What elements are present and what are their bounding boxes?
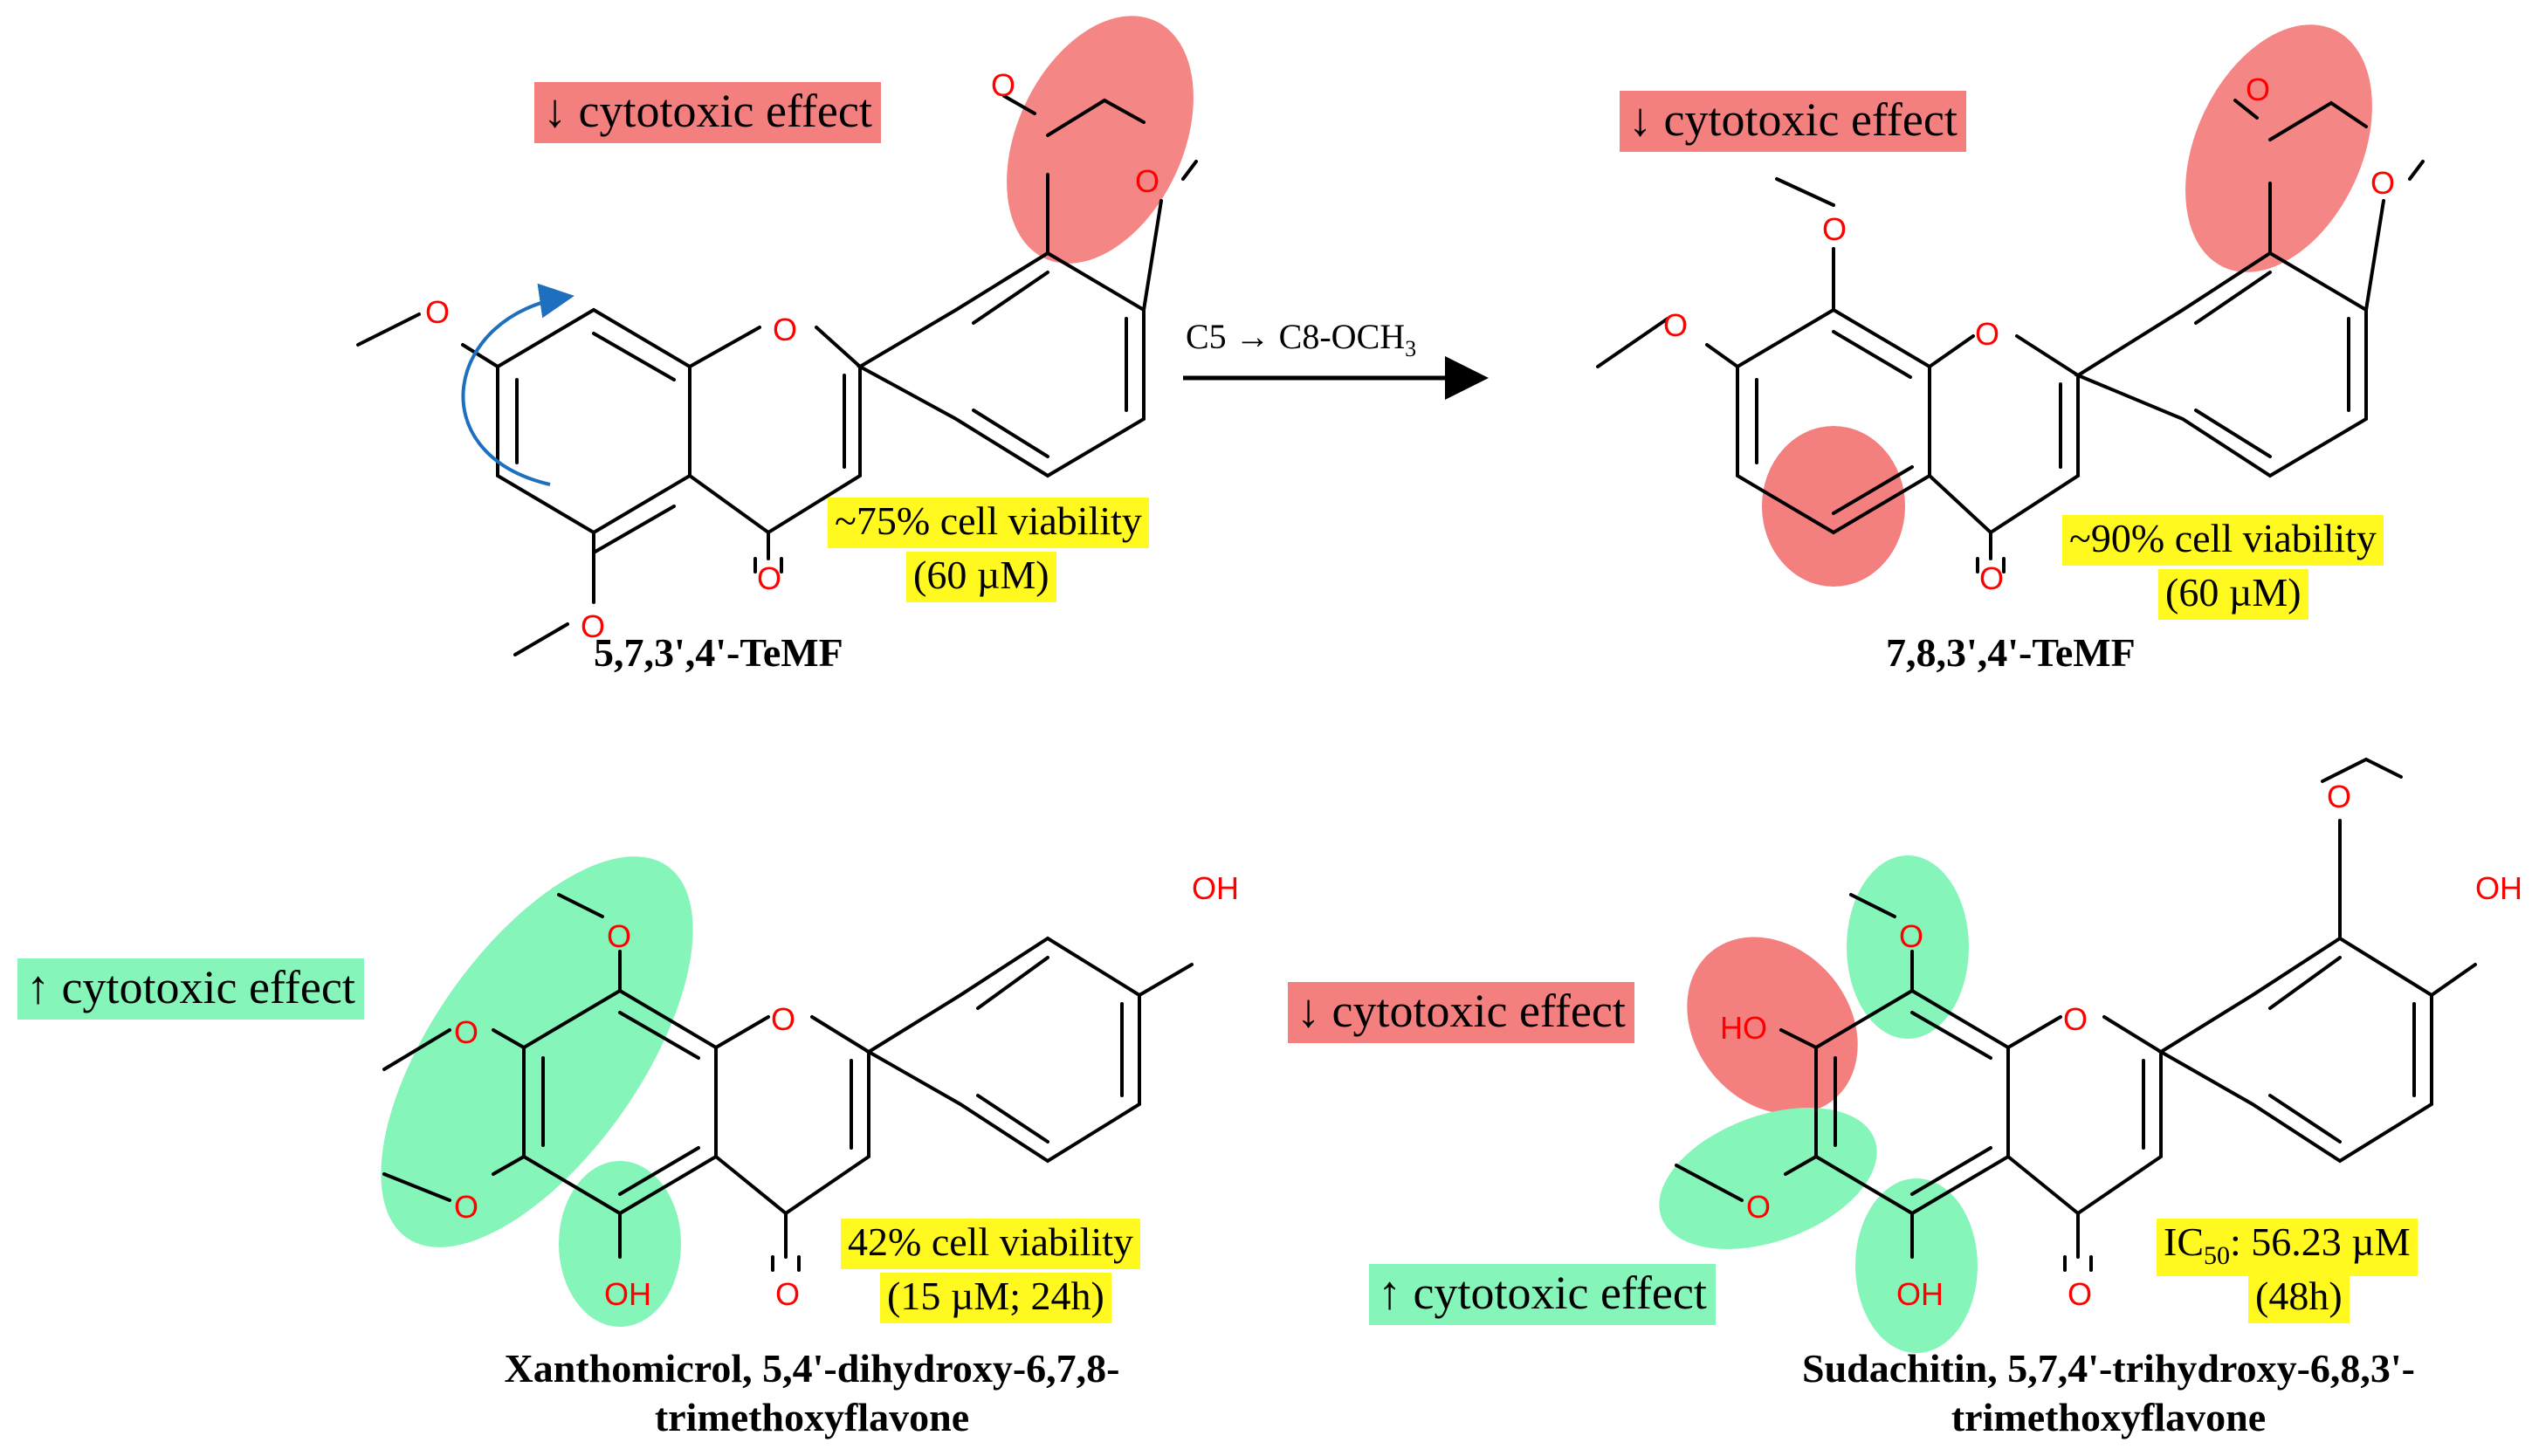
atom-o: O [775, 1276, 800, 1312]
atom-o: O [1822, 211, 1847, 247]
atom-o: O [454, 1014, 478, 1050]
reaction-text: C5 → C8-OCH [1186, 317, 1406, 356]
effect-tag-increase: ↑ cytotoxic effect [1369, 1264, 1716, 1325]
compound-name: Xanthomicrol, 5,4'-dihydroxy-6,7,8- trim… [437, 1349, 1187, 1438]
highlight-6-methoxy-sudachitin [1659, 1108, 1877, 1249]
highlight-regions [381, 16, 2372, 1353]
ic50-prefix: IC [2164, 1219, 2204, 1264]
effect-tag-increase: ↑ cytotoxic effect [17, 958, 364, 1020]
structure-7834-temf [1596, 99, 2425, 573]
highlight-c5-ring-position [1762, 426, 1905, 587]
atom-o: O [1975, 316, 1999, 352]
ic50-value: IC50: 56.23 µM [2157, 1219, 2418, 1277]
compound-name-line2: trimethoxyflavone [654, 1395, 970, 1439]
atom-o: O [2246, 72, 2270, 107]
atom-o: O [757, 560, 781, 596]
atom-o: O [1663, 307, 1688, 343]
atom-labels-sudachitin: O O O O O OH OH HO [1720, 779, 2522, 1312]
atom-o: O [1746, 1189, 1771, 1225]
atom-labels-7834-temf: O O O O O O [1663, 72, 2395, 596]
atom-oh: OH [604, 1276, 651, 1312]
structure-xanthomicrol [382, 893, 1194, 1272]
compound-name: 7,8,3',4'-TeMF [1886, 630, 2136, 675]
reaction-subscript: 3 [1405, 336, 1417, 361]
compound-name-line2: trimethoxyflavone [1951, 1395, 2267, 1439]
highlight-5-hydroxy-sudachitin [1855, 1178, 1978, 1353]
viability-value: ~90% cell viability [2062, 515, 2384, 566]
atom-o: O [771, 1001, 795, 1037]
structure-5734-temf [356, 94, 1198, 656]
concentration-value: (48h) [2248, 1273, 2350, 1323]
atom-o: O [581, 608, 605, 644]
atom-oh: OH [1896, 1276, 1944, 1312]
ic50-subscript: 50 [2204, 1241, 2230, 1271]
atom-o: O [607, 918, 631, 954]
atom-o: O [1899, 918, 1923, 954]
highlight-3p4p-methoxy-a [1007, 16, 1194, 264]
atom-labels-xanthomicrol: O O O O O OH OH [454, 870, 1239, 1312]
highlight-3p4p-methoxy-b [2185, 24, 2372, 272]
compound-name: Sudachitin, 5,7,4'-trihydroxy-6,8,3'- tr… [1724, 1349, 2493, 1438]
atom-oh: OH [1192, 870, 1239, 906]
atom-o: O [2063, 1001, 2088, 1037]
viability-value: ~75% cell viability [828, 498, 1149, 548]
atom-o: O [2327, 779, 2351, 814]
atom-o: O [425, 294, 450, 330]
atom-o: O [2068, 1276, 2092, 1312]
ic50-number: : 56.23 µM [2230, 1219, 2411, 1264]
concentration-value: (60 µM) [906, 552, 1056, 602]
atom-o: O [991, 67, 1015, 103]
rotation-arrow [461, 283, 575, 486]
atom-o: O [1135, 163, 1159, 199]
atom-oh: OH [2475, 870, 2522, 906]
atom-o: O [1979, 560, 2004, 596]
reaction-label: C5 → C8-OCH3 [1186, 319, 1416, 361]
compound-name: 5,7,3',4'-TeMF [594, 630, 843, 675]
highlight-678-methoxy [381, 856, 693, 1247]
structure-sudachitin [1675, 757, 2477, 1272]
atom-ho: HO [1720, 1010, 1767, 1046]
atom-o: O [454, 1189, 478, 1225]
concentration-value: (60 µM) [2158, 569, 2308, 620]
effect-tag-decrease: ↓ cytotoxic effect [534, 82, 881, 143]
compound-name-line1: Sudachitin, 5,7,4'-trihydroxy-6,8,3'- [1802, 1346, 2415, 1391]
viability-value: 42% cell viability [841, 1219, 1141, 1269]
concentration-value: (15 µM; 24h) [880, 1273, 1111, 1323]
highlight-8-methoxy-sudachitin [1847, 855, 1969, 1039]
atom-labels-5734-temf: O O O O O O [425, 67, 1159, 644]
effect-tag-decrease: ↓ cytotoxic effect [1288, 982, 1634, 1043]
atom-o: O [773, 312, 797, 347]
atom-o: O [2370, 165, 2395, 201]
effect-tag-decrease: ↓ cytotoxic effect [1620, 91, 1966, 152]
compound-name-line1: Xanthomicrol, 5,4'-dihydroxy-6,7,8- [504, 1346, 1120, 1391]
